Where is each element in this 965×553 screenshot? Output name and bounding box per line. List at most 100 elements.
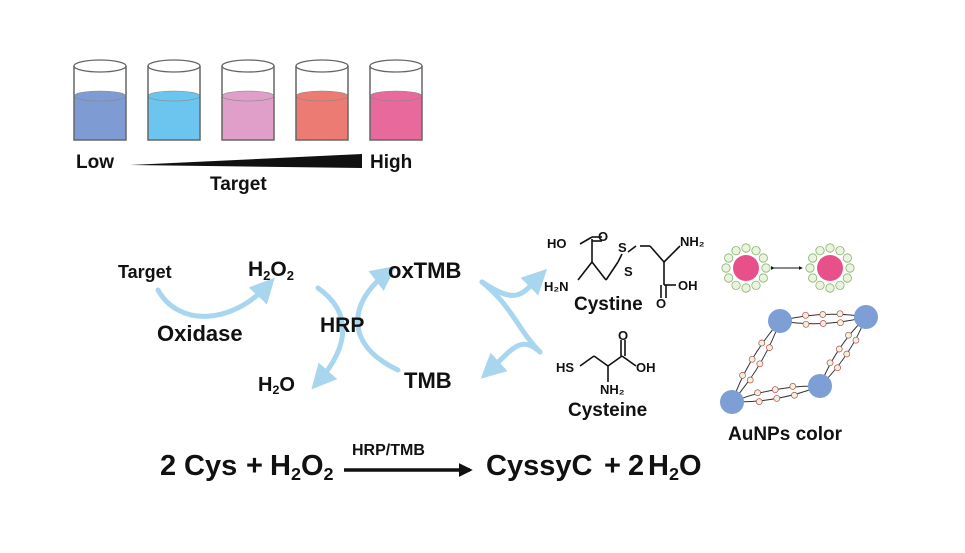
- beaker-rim: [147, 59, 201, 73]
- cystine-s1: S: [618, 240, 627, 255]
- beaker-liquid: [148, 96, 200, 140]
- charge-icon: [791, 391, 798, 399]
- cystine-ho: HO: [547, 236, 567, 251]
- cysteine-nh2: NH₂: [600, 382, 625, 397]
- negative-charge-icon: [842, 273, 852, 283]
- negative-charge-icon: [741, 243, 751, 253]
- eq-condition: HRP/TMB: [352, 442, 425, 459]
- charge-icon: [843, 350, 851, 358]
- charge-icon: [826, 359, 834, 367]
- beaker-liquid: [296, 96, 348, 140]
- cysteine-name: Cysteine: [568, 400, 648, 421]
- beaker-rim: [73, 59, 127, 73]
- arrow-cysteine-to-tmb: [480, 341, 543, 379]
- negative-charge-icon: [825, 243, 835, 253]
- beaker-liquid-surface: [369, 90, 423, 102]
- eq-h2o2: H2O2: [270, 450, 334, 485]
- charge-icon: [837, 319, 844, 327]
- cysteine-o: O: [618, 328, 629, 343]
- oxidase-label: Oxidase: [157, 321, 243, 346]
- negative-charge-icon: [721, 263, 731, 273]
- negative-charge-icon: [805, 263, 815, 273]
- charge-icon: [819, 311, 827, 318]
- oxtmb-label: oxTMB: [388, 258, 462, 283]
- negative-charge-icon: [758, 273, 768, 283]
- eq-h2o: H2O: [648, 450, 702, 485]
- gradient-wedge: [130, 154, 362, 168]
- charge-icon: [766, 344, 773, 351]
- cycle-arrows: [155, 265, 548, 390]
- negative-charge-icon: [815, 246, 825, 256]
- charge-icon: [802, 311, 809, 319]
- beaker-liquid: [74, 96, 126, 140]
- eq-plus-1: +: [246, 450, 263, 482]
- charge-icon: [755, 398, 763, 405]
- charge-icon: [834, 364, 841, 372]
- beaker: [73, 59, 127, 141]
- cystine-nh2: NH₂: [680, 234, 705, 249]
- beaker-row: [73, 59, 423, 141]
- low-label: Low: [76, 152, 114, 173]
- negative-charge-icon: [815, 280, 825, 290]
- eq-cys: Cys: [184, 450, 238, 482]
- charge-icon: [773, 395, 781, 402]
- target-label: Target: [118, 262, 172, 282]
- beaker-glass: [73, 66, 127, 141]
- aggregated-nanoparticle: [808, 374, 832, 398]
- beaker-liquid: [370, 96, 422, 140]
- aggregated-aunps: [720, 305, 878, 414]
- charge-icon: [739, 372, 746, 379]
- negative-charge-icon: [731, 280, 741, 290]
- charge-icon: [835, 345, 843, 353]
- charge-icon: [748, 355, 756, 363]
- arrow-tmb-to-oxtmb: [355, 265, 401, 373]
- high-label: High: [370, 152, 413, 173]
- negative-charge-icon: [835, 246, 845, 256]
- cysteine-structure: [579, 340, 637, 382]
- negative-charge-icon: [751, 280, 761, 290]
- charge-icon: [852, 336, 860, 344]
- negative-charge-icon: [731, 246, 741, 256]
- tmb-label: TMB: [404, 368, 452, 393]
- beaker-rim: [295, 59, 349, 73]
- aunp-particle: [721, 243, 771, 293]
- linker-strand: [819, 316, 867, 387]
- negative-charge-icon: [761, 263, 771, 273]
- charge-icon: [754, 389, 761, 397]
- beaker-liquid-surface: [73, 90, 127, 102]
- arrow-target-to-h2o2: [155, 277, 275, 319]
- arrow-cross: [479, 279, 543, 355]
- beaker-liquid: [222, 96, 274, 140]
- cystine-oh: OH: [678, 278, 698, 293]
- negative-charge-icon: [724, 253, 734, 263]
- beaker: [221, 59, 275, 141]
- negative-charge-icon: [724, 273, 734, 283]
- negative-charge-icon: [835, 280, 845, 290]
- arrow-h2o2-to-h2o: [311, 285, 346, 390]
- negative-charge-icon: [808, 253, 818, 263]
- negative-charge-icon: [825, 283, 835, 293]
- cystine-o-top: O: [598, 229, 609, 244]
- beaker: [147, 59, 201, 141]
- cystine-s2: S: [624, 264, 633, 279]
- aggregated-nanoparticle: [854, 305, 878, 329]
- aunp-particle: [805, 243, 855, 293]
- negative-charge-icon: [845, 263, 855, 273]
- beaker: [369, 59, 423, 141]
- beaker-glass: [221, 66, 275, 141]
- beaker-liquid-surface: [295, 90, 349, 102]
- cystine-h2n: H₂N: [544, 279, 569, 294]
- eq-coef-cys: 2: [160, 450, 177, 482]
- h2o-label: H2O: [258, 374, 295, 398]
- charge-icon: [802, 320, 810, 328]
- cysteine-hs: HS: [556, 360, 575, 375]
- aggregated-nanoparticle: [720, 390, 744, 414]
- charge-icon: [836, 310, 844, 318]
- eq-coef-h2o: 2: [628, 450, 645, 482]
- h2o2-label: H2O2: [248, 258, 295, 283]
- negative-charge-icon: [751, 246, 761, 256]
- cystine-o-bottom: O: [656, 296, 667, 311]
- charge-icon: [758, 339, 766, 347]
- charge-icon: [819, 320, 827, 327]
